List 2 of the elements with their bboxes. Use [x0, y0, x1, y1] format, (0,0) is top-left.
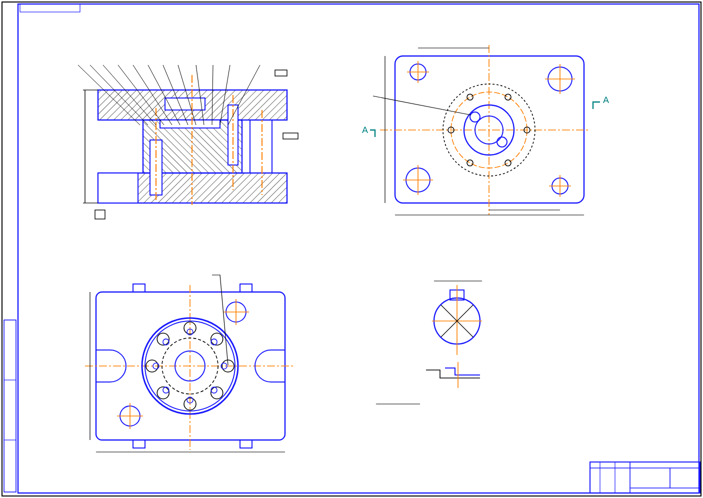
section-letter: А — [362, 126, 368, 135]
section-letter: А — [603, 96, 610, 105]
